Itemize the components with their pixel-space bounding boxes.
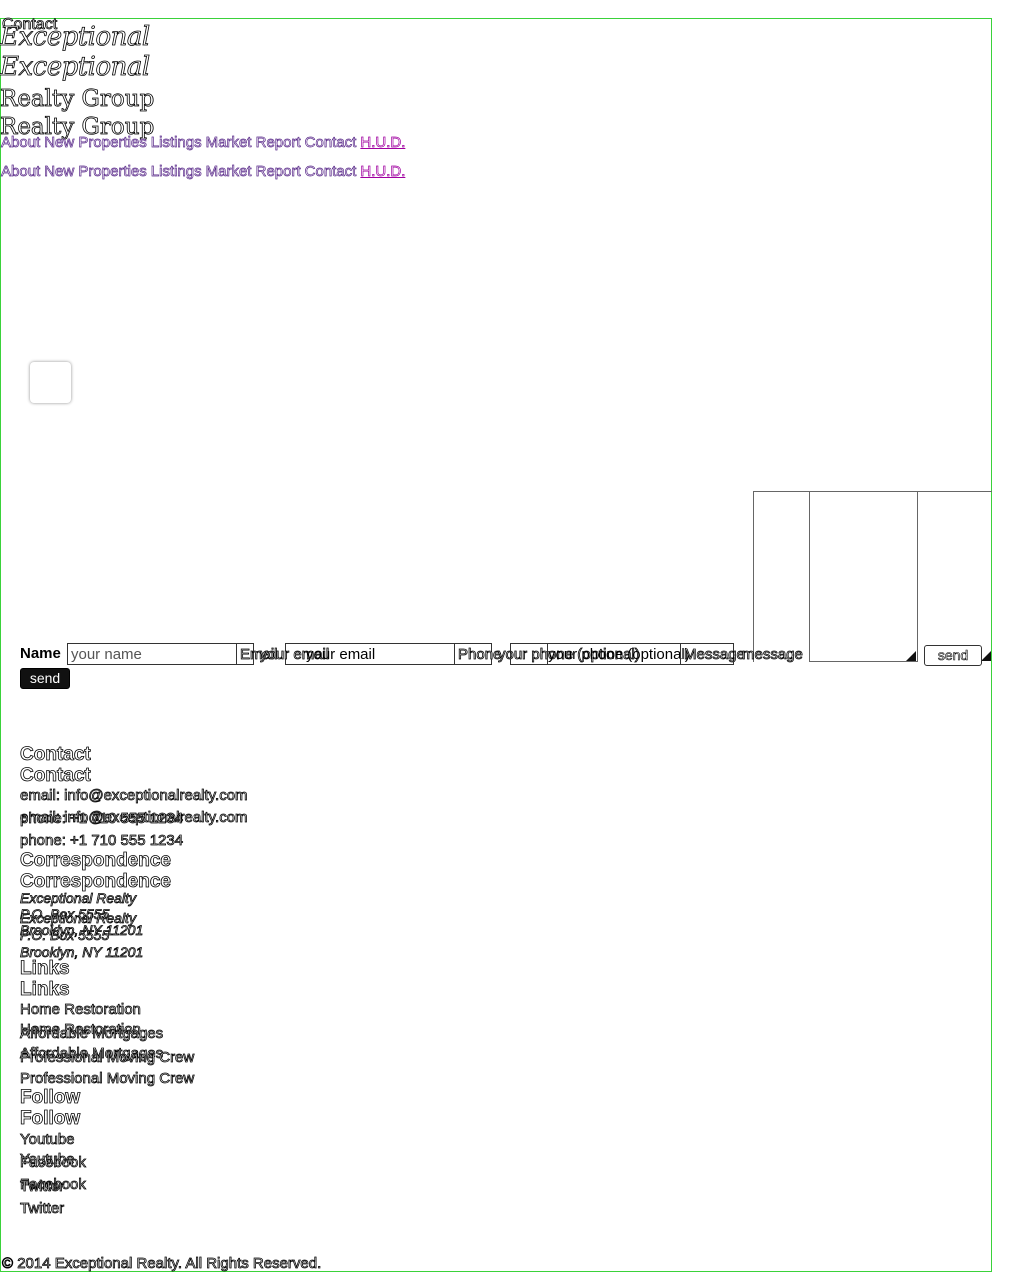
email-input-edge [454, 643, 492, 665]
resize-grip-icon[interactable] [906, 651, 916, 661]
follow-twitter-echo: Twitter [20, 1178, 65, 1196]
email-placeholder-echo: your email [260, 646, 330, 664]
nav-item-contact[interactable]: Contact [304, 134, 357, 152]
send-button[interactable]: send [924, 645, 982, 666]
phone-placeholder: your phone (optional) [548, 646, 690, 663]
contact-email-echo: email: info@exceptionalrealty.com [20, 809, 248, 827]
phone-input-edge [547, 643, 681, 665]
grid-bottom-border [809, 661, 917, 662]
link-affordable-mortgages-echo: Affordable Mortgages [20, 1045, 164, 1063]
link-home-restoration-echo: Home Restoration [20, 1021, 142, 1039]
nav-item-hud[interactable]: H.U.D. [360, 134, 406, 152]
nav-item-about[interactable]: About [1, 163, 41, 181]
grid-column-line [809, 491, 810, 662]
correspondence-heading-echo: Correspondence [20, 871, 172, 893]
nav-item-new-properties[interactable]: New Properties [44, 163, 147, 181]
page-frame [0, 18, 992, 1272]
correspondence-line: Brooklyn, NY 11201 [20, 922, 144, 939]
brand-line2-echo: Realty Group [0, 114, 155, 141]
email-placeholder: your email [306, 646, 376, 663]
follow-heading: Follow [20, 1087, 81, 1109]
follow-twitter[interactable]: Twitter [20, 1200, 65, 1218]
links-heading-echo: Links [20, 979, 70, 1001]
contact-email[interactable]: email: info@exceptionalrealty.com [20, 787, 248, 805]
nav-item-listings[interactable]: Listings [150, 134, 202, 152]
follow-facebook[interactable]: Facebook [20, 1154, 87, 1172]
correspondence-line: Exceptional Realty [20, 890, 137, 907]
nav-item-listings[interactable]: Listings [150, 163, 202, 181]
contact-heading: Contact [20, 744, 92, 766]
contact-heading-echo: Contact [20, 765, 92, 787]
resize-grip-icon[interactable] [981, 651, 991, 661]
correspondence-line: P.O. Box 5555 [20, 906, 110, 923]
nav-item-new-properties[interactable]: New Properties [44, 134, 147, 152]
link-professional-moving[interactable]: Professional Moving Crew [20, 1049, 195, 1067]
message-label: Message [684, 646, 746, 664]
link-home-restoration[interactable]: Home Restoration [20, 1001, 142, 1019]
phone-placeholder-echo: your phone (optional) [498, 646, 641, 664]
nav-item-market-report[interactable]: Market Report [205, 163, 301, 181]
brand-top-label: Contact [2, 16, 58, 34]
correspondence-heading: Correspondence [20, 850, 172, 872]
follow-youtube[interactable]: Youtube [20, 1131, 75, 1149]
follow-youtube-echo: Youtube [20, 1151, 75, 1169]
grid-top-border [753, 491, 992, 492]
map-control-button[interactable] [30, 362, 71, 403]
name-label: Name [20, 645, 61, 662]
follow-facebook-echo: Facebook [20, 1176, 87, 1194]
correspondence-line-echo: P.O. Box 5555 [20, 927, 110, 944]
nav-item-about[interactable]: About [1, 134, 41, 152]
correspondence-line-echo: Brooklyn, NY 11201 [20, 944, 144, 961]
follow-heading-echo: Follow [20, 1108, 81, 1130]
contact-phone: phone: +1 710 555 1234 [20, 832, 184, 850]
grid-column-line [753, 491, 754, 662]
brand-line1[interactable]: Exceptional [0, 22, 151, 53]
email-label: Email [240, 646, 278, 664]
send-button-secondary[interactable]: send [20, 668, 70, 689]
message-placeholder: message [742, 646, 804, 664]
contact-phone-echo: phone: +1 710 555 1234 [20, 810, 184, 828]
brand-line1-echo: Exceptional [0, 52, 151, 83]
name-placeholder: your name [71, 646, 142, 663]
nav-item-market-report[interactable]: Market Report [205, 134, 301, 152]
nav-item-hud[interactable]: H.U.D. [360, 163, 406, 181]
link-affordable-mortgages[interactable]: Affordable Mortgages [20, 1025, 164, 1043]
copyright: © 2014 Exceptional Realty. All Rights Re… [2, 1255, 322, 1273]
name-input-edge [236, 643, 254, 665]
grid-column-line [917, 491, 918, 662]
brand-line2[interactable]: Realty Group [0, 86, 155, 113]
phone-label: Phone [458, 646, 502, 664]
nav-item-contact[interactable]: Contact [304, 163, 357, 181]
correspondence-line-echo: Exceptional Realty [20, 910, 137, 927]
links-heading: Links [20, 958, 70, 980]
link-professional-moving-echo: Professional Moving Crew [20, 1070, 195, 1088]
